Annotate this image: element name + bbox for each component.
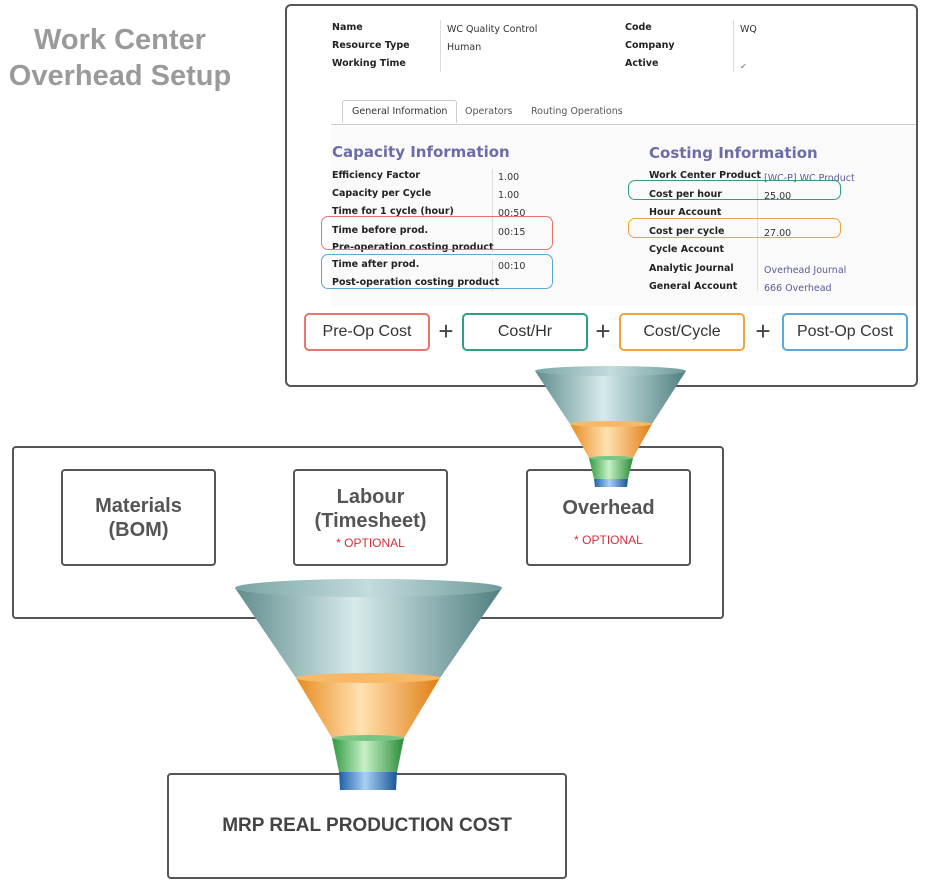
resource-type-field[interactable]: Human [447, 42, 482, 53]
analytic-journal-label: Analytic Journal [649, 263, 734, 274]
labour-box: Labour (Timesheet) * OPTIONAL [293, 469, 448, 566]
cost-per-hour-field[interactable]: 25.00 [764, 191, 792, 202]
title-line-2: Overhead Setup [8, 60, 232, 92]
overhead-optional-note: * OPTIONAL [574, 532, 643, 547]
capacity-heading: Capacity Information [332, 143, 510, 161]
header-divider-left [440, 20, 441, 72]
general-account-field[interactable]: 666 Overhead [764, 283, 832, 294]
working-time-label: Working Time [332, 58, 406, 69]
analytic-journal-field[interactable]: Overhead Journal [764, 265, 847, 276]
wc-product-label: Work Center Product [649, 170, 762, 181]
time-after-prod-label: Time after prod. [332, 259, 420, 270]
materials-title: Materials [95, 494, 182, 517]
active-label: Active [625, 58, 659, 69]
cost-per-hour-highlight [628, 180, 841, 200]
time-before-prod-field[interactable]: 00:15 [498, 227, 526, 238]
capacity-per-cycle-label: Capacity per Cycle [332, 188, 432, 199]
name-label: Name [332, 22, 363, 33]
materials-subtitle: (BOM) [108, 518, 169, 541]
cost-per-cycle-field[interactable]: 27.00 [764, 228, 792, 239]
overhead-title: Overhead [562, 496, 655, 519]
title-line-1: Work Center [34, 24, 206, 56]
pre-op-costing-product-label: Pre-operation costing product [332, 242, 494, 253]
tab-general-information[interactable]: General Information [342, 100, 458, 123]
costing-heading: Costing Information [649, 144, 818, 162]
cost-cycle-box: Cost/Cycle [619, 313, 745, 351]
mrp-real-production-cost-box: MRP REAL PRODUCTION COST [167, 773, 567, 879]
label-crop-mask [321, 252, 551, 260]
active-checkbox[interactable]: ✔ [740, 62, 747, 71]
work-center-form: Name Resource Type Working Time WC Quali… [285, 4, 918, 387]
costing-divider [757, 169, 758, 291]
wc-product-field[interactable]: [WC-P] WC Product [764, 173, 855, 184]
tab-operators[interactable]: Operators [465, 106, 513, 117]
cycle-account-label: Cycle Account [649, 244, 725, 255]
cost-hr-box: Cost/Hr [462, 313, 588, 351]
page-title: Work Center Overhead Setup [0, 22, 240, 94]
header-divider-right [733, 20, 734, 72]
time-per-cycle-label: Time for 1 cycle (hour) [332, 206, 454, 217]
cost-per-hour-label: Cost per hour [649, 189, 722, 200]
general-account-label: General Account [649, 281, 738, 292]
time-per-cycle-field[interactable]: 00:50 [498, 208, 526, 219]
overhead-box: Overhead * OPTIONAL [526, 469, 691, 566]
efficiency-factor-label: Efficiency Factor [332, 170, 421, 181]
tab-routing-operations[interactable]: Routing Operations [531, 106, 623, 117]
time-before-prod-label: Time before prod. [332, 225, 429, 236]
plus-sign-2: + [595, 316, 611, 346]
post-op-highlight [321, 254, 553, 289]
cost-per-cycle-label: Cost per cycle [649, 226, 725, 237]
post-op-costing-product-label: Post-operation costing product [332, 277, 500, 288]
hour-account-label: Hour Account [649, 207, 722, 218]
labour-subtitle: (Timesheet) [314, 509, 427, 532]
result-label: MRP REAL PRODUCTION COST [222, 815, 512, 836]
code-field[interactable]: WQ [740, 24, 757, 35]
code-label: Code [625, 22, 652, 33]
pre-op-highlight [321, 216, 553, 250]
capacity-divider [492, 169, 493, 291]
plus-sign-1: + [438, 316, 454, 346]
pre-op-cost-box: Pre-Op Cost [304, 313, 430, 351]
resource-type-label: Resource Type [332, 40, 410, 51]
company-label: Company [625, 40, 675, 51]
materials-box: Materials (BOM) [61, 469, 216, 566]
post-op-cost-box: Post-Op Cost [782, 313, 908, 351]
plus-sign-3: + [755, 316, 771, 346]
time-after-prod-field[interactable]: 00:10 [498, 261, 526, 272]
labour-optional-note: * OPTIONAL [336, 535, 405, 550]
tab-baseline [331, 124, 916, 125]
cost-per-cycle-highlight [628, 218, 841, 238]
efficiency-factor-field[interactable]: 1.00 [498, 172, 520, 183]
labour-title: Labour [336, 485, 405, 508]
name-field[interactable]: WC Quality Control [447, 24, 538, 35]
capacity-per-cycle-field[interactable]: 1.00 [498, 190, 520, 201]
